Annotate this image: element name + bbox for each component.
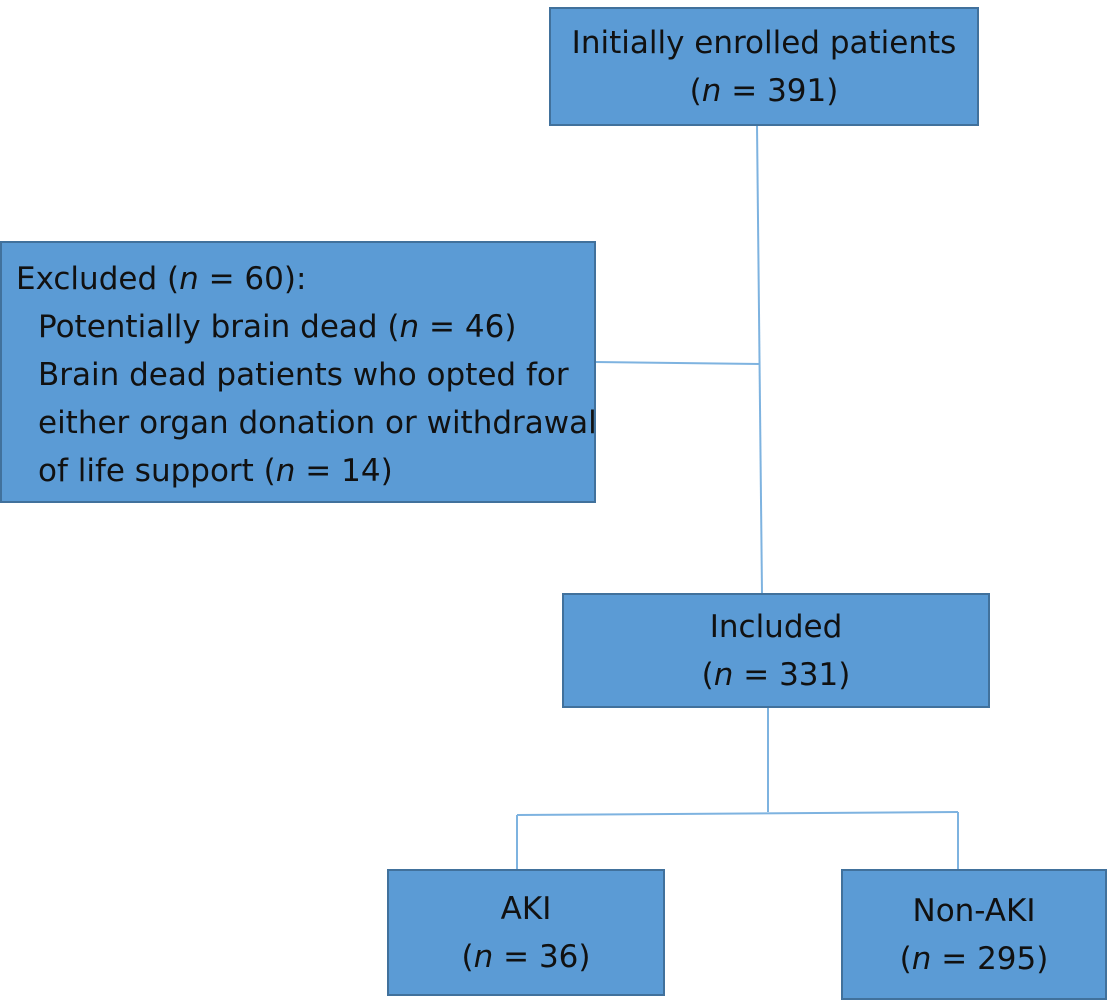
- n-symbol: n: [701, 72, 722, 109]
- aki-box: AKI (n = 36): [387, 869, 665, 996]
- excluded-box: Excluded (n = 60): Potentially brain dea…: [0, 241, 597, 503]
- included-count: (n = 331): [701, 656, 851, 693]
- n-symbol: n: [179, 261, 199, 297]
- aki-count: (n = 36): [461, 938, 591, 975]
- non-aki-count: (n = 295): [899, 940, 1049, 977]
- connector-enrolled-to-included: [756, 124, 763, 595]
- enrolled-count-value: = 391): [721, 72, 839, 109]
- excluded-reason-opted-line2: either organ donation or withdrawal: [38, 405, 597, 441]
- non-aki-count-value: = 295): [931, 940, 1049, 977]
- enrolled-box: Initially enrolled patients (n = 391): [549, 7, 979, 126]
- included-box: Included (n = 331): [562, 593, 990, 708]
- n-symbol: n: [911, 940, 932, 977]
- n-symbol: n: [399, 309, 420, 345]
- excluded-reason-opted-line1: Brain dead patients who opted for: [38, 357, 569, 393]
- enrolled-count: (n = 391): [689, 72, 839, 109]
- connector-split-horizontal: [516, 811, 959, 816]
- included-count-value: = 331): [733, 656, 851, 693]
- included-title: Included: [709, 608, 843, 645]
- aki-count-value: = 36): [493, 938, 591, 975]
- excluded-heading: Excluded (n = 60):: [16, 261, 307, 297]
- n-symbol: n: [275, 453, 296, 489]
- non-aki-title: Non-AKI: [912, 892, 1036, 929]
- aki-title: AKI: [500, 890, 552, 927]
- non-aki-box: Non-AKI (n = 295): [841, 869, 1107, 1000]
- n-symbol: n: [473, 938, 494, 975]
- excluded-reason-opted-line3: of life support (n = 14): [38, 453, 393, 489]
- excluded-reason-brain-dead: Potentially brain dead (n = 46): [38, 309, 517, 345]
- connector-excluded-branch: [594, 361, 761, 365]
- n-symbol: n: [713, 656, 734, 693]
- enrolled-title: Initially enrolled patients: [571, 24, 957, 61]
